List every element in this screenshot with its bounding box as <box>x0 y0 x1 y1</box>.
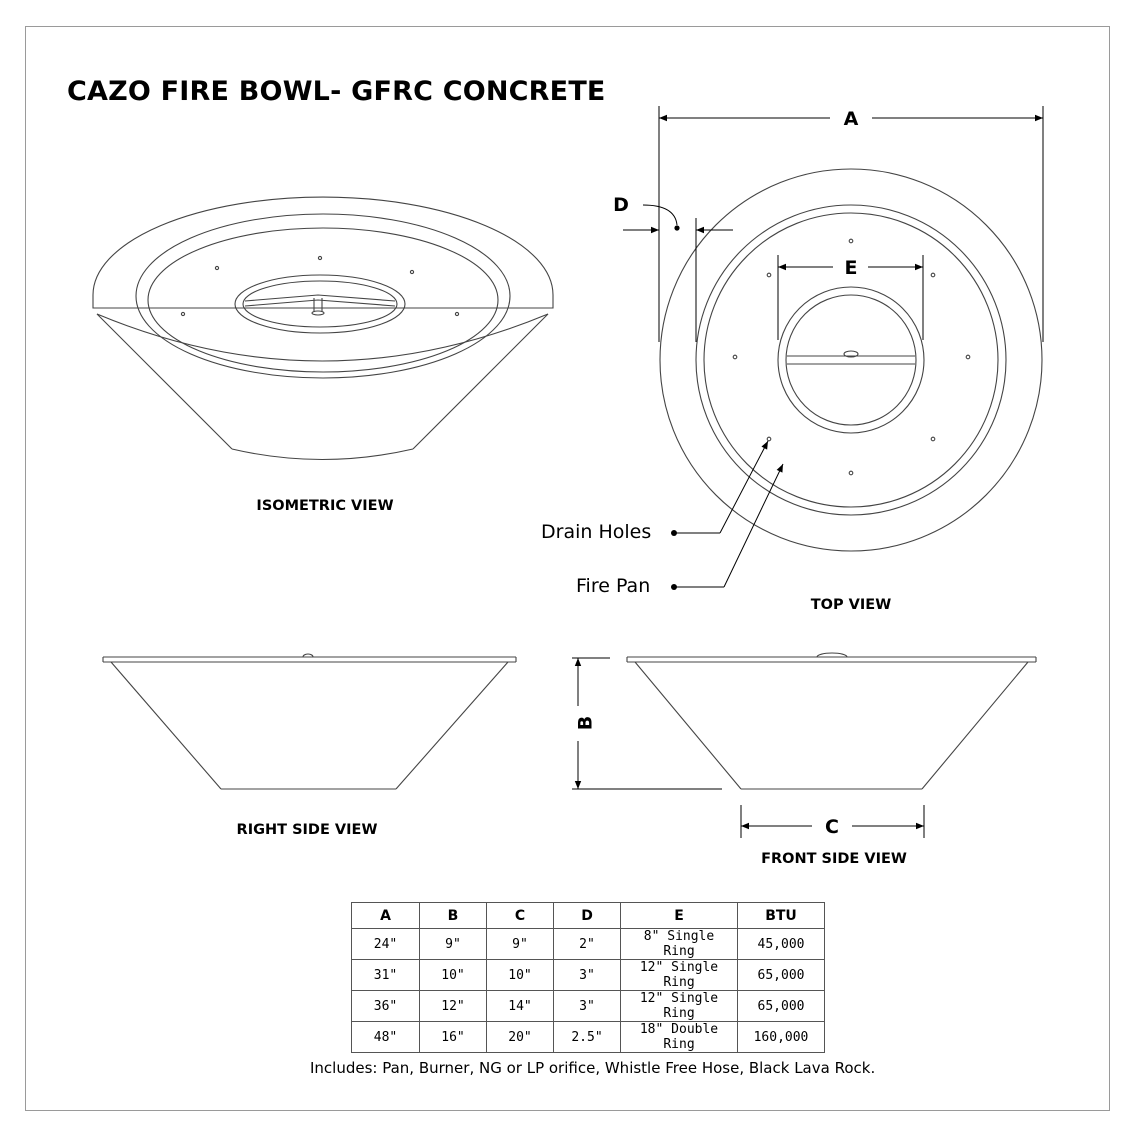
dimension-a-label: A <box>844 108 859 130</box>
callout-fire-pan: Fire Pan <box>576 575 651 597</box>
iso-fire-pan-outer <box>234 274 406 334</box>
table-cell: 12" <box>419 990 487 1022</box>
table-cell: 48" <box>351 1021 420 1053</box>
iso-rim-front <box>96 313 549 362</box>
spec-header-d: D <box>553 902 621 929</box>
iso-body-left <box>96 313 233 450</box>
top-fire-pan-outer <box>777 286 925 434</box>
page-title: CAZO FIRE BOWL- GFRC CONCRETE <box>67 76 606 107</box>
top-outer-circle <box>659 168 1043 552</box>
drawing-frame <box>25 26 1110 1111</box>
table-row: 31" 10" 10" 3" 12" Single Ring 65,000 <box>351 959 825 991</box>
table-row: 48" 16" 20" 2.5" 18" Double Ring 160,000 <box>351 1021 825 1053</box>
dimension-b <box>572 657 722 790</box>
dimension-a <box>658 106 1044 342</box>
top-basin-circle <box>703 212 999 508</box>
table-row: 36" 12" 14" 3" 12" Single Ring 65,000 <box>351 990 825 1022</box>
spec-table-header-row: A B C D E BTU <box>351 902 825 929</box>
dimension-c-label: C <box>825 816 839 838</box>
isometric-view-label: ISOMETRIC VIEW <box>256 498 394 514</box>
table-cell: 10" <box>486 959 554 991</box>
spec-header-a: A <box>351 902 420 929</box>
dimension-e <box>777 255 924 340</box>
spec-header-btu: BTU <box>737 902 825 929</box>
spec-header-b: B <box>419 902 487 929</box>
table-cell: 65,000 <box>737 959 825 991</box>
iso-rim-inner <box>135 213 511 379</box>
includes-footnote: Includes: Pan, Burner, NG or LP orifice,… <box>310 1059 876 1077</box>
table-cell: 45,000 <box>737 928 825 960</box>
iso-body-right <box>412 313 549 450</box>
dimension-c <box>740 805 925 838</box>
spec-table: A B C D E BTU 24" 9" 9" 2" 8" Single Rin… <box>351 902 825 1053</box>
spec-header-c: C <box>486 902 554 929</box>
table-cell: 9" <box>486 928 554 960</box>
table-cell: 8" Single Ring <box>620 928 738 960</box>
table-cell: 24" <box>351 928 420 960</box>
front-side-view-label: FRONT SIDE VIEW <box>761 851 907 867</box>
table-cell: 9" <box>419 928 487 960</box>
table-cell: 14" <box>486 990 554 1022</box>
table-cell: 2.5" <box>553 1021 621 1053</box>
dimension-e-label: E <box>845 257 858 279</box>
top-fire-pan-inner <box>785 294 917 426</box>
right-side-view <box>102 653 517 790</box>
table-cell: 2" <box>553 928 621 960</box>
iso-outer-rim <box>92 196 554 296</box>
table-cell: 18" Double Ring <box>620 1021 738 1053</box>
isometric-view <box>92 196 554 461</box>
table-cell: 65,000 <box>737 990 825 1022</box>
front-side-view <box>626 652 1037 790</box>
table-cell: 36" <box>351 990 420 1022</box>
table-cell: 20" <box>486 1021 554 1053</box>
table-cell: 12" Single Ring <box>620 959 738 991</box>
table-cell: 3" <box>553 959 621 991</box>
dimension-d-label: D <box>613 194 629 216</box>
table-cell: 10" <box>419 959 487 991</box>
callout-drain-holes: Drain Holes <box>541 521 652 543</box>
spec-header-e: E <box>620 902 738 929</box>
callout-leaders <box>674 440 784 588</box>
iso-basin <box>147 227 499 373</box>
table-cell: 3" <box>553 990 621 1022</box>
iso-fire-pan-inner <box>242 280 398 328</box>
top-view <box>659 168 1043 552</box>
table-cell: 16" <box>419 1021 487 1053</box>
top-rim-circle <box>695 204 1007 516</box>
table-cell: 12" Single Ring <box>620 990 738 1022</box>
dimension-b-label: B <box>575 716 597 730</box>
table-cell: 31" <box>351 959 420 991</box>
dimension-d <box>623 204 733 342</box>
table-row: 24" 9" 9" 2" 8" Single Ring 45,000 <box>351 928 825 960</box>
iso-base <box>231 448 414 461</box>
right-side-view-label: RIGHT SIDE VIEW <box>236 822 378 838</box>
table-cell: 160,000 <box>737 1021 825 1053</box>
top-view-label: TOP VIEW <box>810 597 892 613</box>
